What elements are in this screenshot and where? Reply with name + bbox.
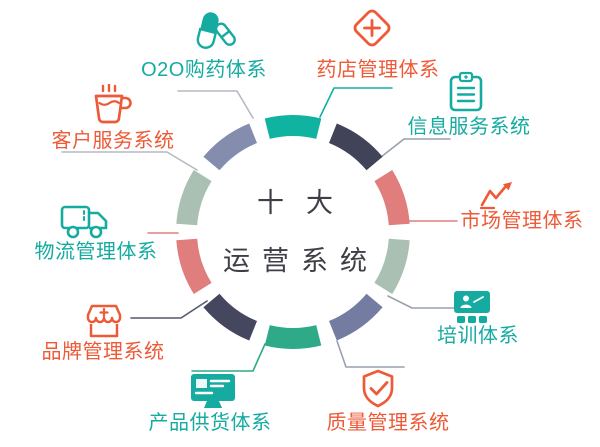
ring-segment-training (374, 238, 410, 294)
ring-segment-info (329, 123, 383, 171)
monitor-icon (191, 374, 235, 408)
medical-cross-icon (353, 9, 391, 47)
connector-brand (130, 300, 208, 319)
label-logistics-management: 物流管理体系 (34, 241, 158, 263)
coffee-cup-icon (94, 84, 132, 124)
connector-info (380, 138, 451, 158)
ring-segment-logistics (176, 238, 212, 294)
ring-segment-market (374, 170, 410, 226)
label-quality-management: 质量管理系统 (326, 412, 450, 434)
connector-o2o (177, 90, 254, 119)
ring-segment-quality (329, 293, 383, 341)
label-market-management: 市场管理体系 (460, 210, 584, 232)
label-information-service: 信息服务系统 (407, 116, 531, 138)
shield-check-icon (362, 369, 394, 408)
segmented-ring (176, 115, 410, 349)
storefront-icon (86, 304, 122, 338)
ring-segment-o2o (203, 123, 257, 171)
connector-customer (61, 151, 198, 171)
connector-pharmacy (319, 87, 393, 118)
pill-icon (196, 12, 236, 49)
connector-lines (61, 87, 458, 372)
ring-segment-supply (264, 325, 322, 349)
label-training-system: 培训体系 (437, 325, 519, 347)
trend-chart-icon (479, 182, 512, 210)
clipboard-icon (449, 71, 483, 112)
connector-quality (336, 340, 405, 368)
label-product-supply: 产品供货体系 (148, 412, 272, 434)
ring-segment-brand (203, 293, 257, 341)
label-brand-management: 品牌管理系统 (41, 341, 165, 363)
center-title-line1: 十大 (257, 188, 355, 218)
ring-segment-pharmacy (264, 115, 322, 139)
label-pharmacy-management: 药店管理体系 (316, 59, 440, 81)
center-title-line2: 运营系统 (223, 246, 379, 276)
ring-segment-customer (176, 170, 212, 226)
connector-supply (191, 343, 266, 372)
label-customer-service: 客户服务系统 (51, 130, 175, 152)
presentation-icon (454, 291, 490, 323)
label-o2o-purchase-system: O2O购药体系 (141, 59, 267, 81)
connector-training (387, 295, 455, 309)
truck-icon (60, 205, 108, 239)
